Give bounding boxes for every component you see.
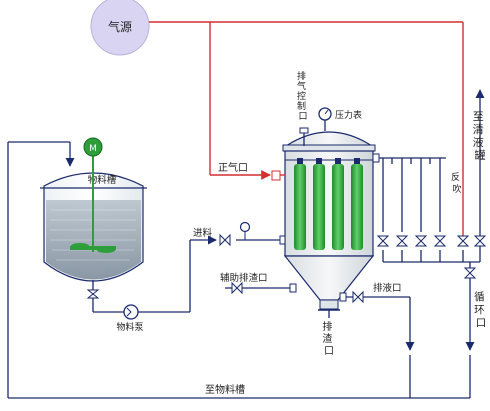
slag-port-char: 排 xyxy=(322,320,332,333)
material-tank: 物料槽 M xyxy=(40,137,147,282)
vent-control-char: 气 xyxy=(297,80,306,92)
vent-control-char: 制 xyxy=(297,100,306,112)
material-pump-label: 物料泵 xyxy=(116,321,143,333)
feed-piping xyxy=(92,235,282,313)
slag-port-char: 口 xyxy=(324,346,334,357)
slag-port: 排 渣 口 xyxy=(322,310,335,357)
svg-text:反 吹: 反 吹 xyxy=(451,172,463,195)
backflush-char: 吹 xyxy=(452,183,461,195)
feed-valve xyxy=(219,233,231,247)
svg-text:循 环 口: 循 环 口 xyxy=(474,290,488,329)
vent-control-port: 排 气 控 制 口 xyxy=(297,70,309,146)
backflush-char: 反 xyxy=(451,172,460,183)
slag-port-char: 渣 xyxy=(322,332,332,345)
motor-label: M xyxy=(89,144,97,154)
material-pump: 物料泵 xyxy=(116,304,144,333)
to-clear-tank-char: 清 xyxy=(473,123,484,136)
gas-source-label: 气源 xyxy=(108,19,132,34)
vent-control-char: 控 xyxy=(297,90,306,102)
pressure-gauge: 压力表 xyxy=(318,107,362,131)
return-line xyxy=(7,141,471,399)
circulation-char: 环 xyxy=(474,304,485,316)
aux-slag-port: 辅助排渣口 xyxy=(220,272,297,295)
feed-inlet-label: 进料 xyxy=(193,227,213,239)
vent-control-char: 排 xyxy=(297,70,306,82)
circulation-char: 口 xyxy=(476,317,487,329)
svg-text:排 气 控 制: 排 气 控 制 口 xyxy=(297,70,309,122)
manifold-valves xyxy=(376,235,487,247)
circulation-char: 循 xyxy=(474,290,485,303)
outlet-manifold xyxy=(373,89,485,263)
circulation-line xyxy=(463,262,477,351)
svg-text:排 渣 口: 排 渣 口 xyxy=(322,320,335,357)
drain-port-label: 排液口 xyxy=(373,282,402,294)
to-material-tank-label: 至物料槽 xyxy=(205,383,245,396)
aux-slag-port-label: 辅助排渣口 xyxy=(220,272,268,284)
svg-text:至 清 液 罐: 至 清 液 罐 xyxy=(473,110,488,162)
to-clear-tank-char: 至 xyxy=(473,110,484,123)
positive-gas-port-label: 正气口 xyxy=(218,161,248,174)
gas-lines xyxy=(149,21,464,240)
tank-outlet-valve xyxy=(86,289,100,299)
material-tank-label: 物料槽 xyxy=(88,174,117,186)
drain-port: 排液口 xyxy=(339,282,415,351)
positive-gas-port: 正气口 xyxy=(218,161,285,181)
feed-gauge xyxy=(239,221,251,240)
filter-elements xyxy=(294,158,363,250)
feed-nozzle xyxy=(279,235,286,245)
pressure-gauge-label: 压力表 xyxy=(335,109,362,121)
gas-source: 气源 xyxy=(90,0,150,56)
manifold-flange xyxy=(372,153,380,163)
vent-control-char: 口 xyxy=(298,112,307,122)
to-clear-tank-char: 液 xyxy=(473,135,484,149)
to-clear-tank-char: 罐 xyxy=(475,149,486,162)
